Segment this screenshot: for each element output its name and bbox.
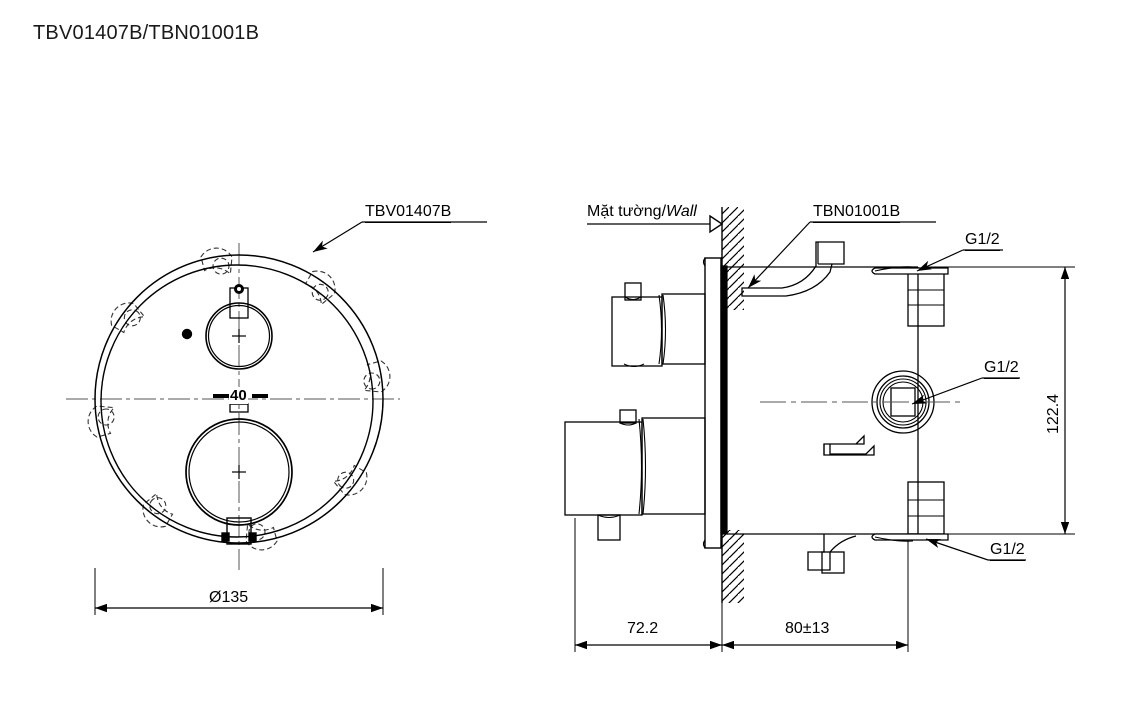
depth-front-dimension-label: 72.2: [627, 620, 659, 637]
valve-body: [727, 241, 949, 574]
front-handle-lower[interactable]: [564, 409, 706, 541]
front-diameter-dimension: Ø135: [209, 589, 249, 606]
escutcheon-flange: [702, 257, 728, 549]
upper-knob[interactable]: [205, 284, 273, 370]
wall-label: Mặt tường/Wall: [587, 203, 697, 221]
front-part-leader-line: [312, 221, 487, 253]
port-bottom-right: [871, 481, 949, 542]
internal-clip: [823, 434, 875, 456]
side-part-label: TBN01001B: [813, 203, 901, 223]
front-view-group: [66, 221, 487, 615]
thread-bottom-label: G1/2: [990, 541, 1025, 561]
front-part-label: TBV01407B: [365, 203, 452, 223]
port-top-right: [871, 266, 949, 327]
lower-knob[interactable]: [185, 397, 293, 545]
page-title: TBV01407B/TBN01001B: [33, 22, 260, 44]
thread-top-label: G1/2: [965, 231, 1000, 251]
trim-plate-inner-circle: [100, 264, 374, 538]
wall-label-separator: /: [661, 203, 667, 220]
height-dimension-label: 122.4: [1045, 393, 1062, 434]
side-view-group: [564, 207, 1075, 652]
wall-label-leader: [587, 214, 724, 234]
depth-dimension-lines: [574, 518, 909, 652]
height-dimension-line: [922, 266, 1075, 535]
front-handle-upper[interactable]: [611, 282, 706, 367]
button-indicator-dot: [181, 328, 193, 340]
front-center-mark-label: 40: [229, 387, 248, 404]
diameter-dimension-line: [94, 568, 384, 615]
trim-plate-outer-circle: [94, 254, 384, 544]
wall-label-en: Wall: [666, 203, 697, 220]
wall-label-vn: Mặt tường: [587, 203, 662, 220]
thread-middle-label: G1/2: [984, 359, 1019, 379]
thread-middle-leader: [911, 377, 1020, 405]
bottom-drain-stub: [807, 534, 857, 574]
front-view-centerlines: [66, 243, 400, 570]
depth-rear-dimension-label: 80±13: [785, 620, 830, 637]
